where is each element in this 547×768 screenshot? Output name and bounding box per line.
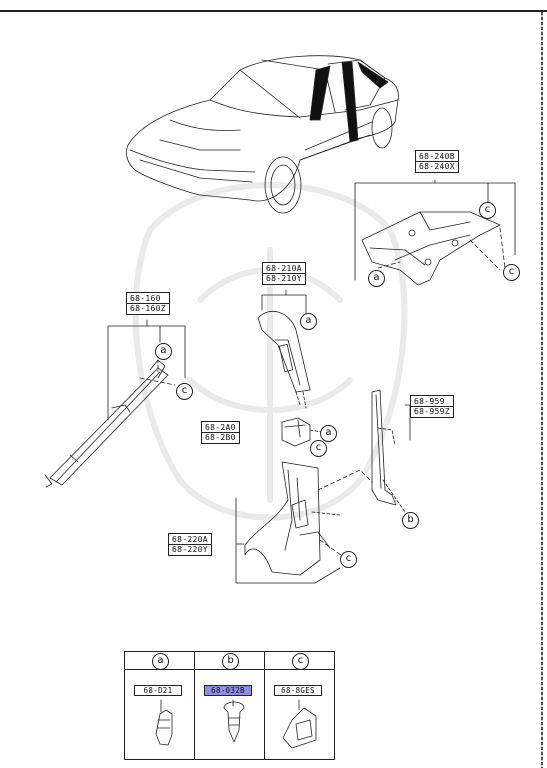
car-illustration — [126, 55, 399, 214]
callout-c: c — [503, 264, 520, 281]
label-line: 68-160Z — [130, 304, 166, 313]
legend-letter-b: b — [222, 653, 239, 670]
legend-col-b: b 68-032B — [194, 652, 264, 759]
label-a-pillar: 68-160 68-160Z — [126, 292, 170, 315]
callout-a: a — [155, 343, 172, 360]
label-line: 68-160 — [130, 294, 161, 303]
part-b-pillar-upper — [257, 310, 311, 409]
callout-a: a — [300, 313, 317, 330]
label-line: 68-240X — [419, 162, 455, 171]
legend-code-a: 68-D21 — [134, 685, 182, 696]
page-edge — [541, 12, 543, 768]
legend-letter-a: a — [152, 653, 169, 670]
part-b-pillar-lower — [244, 461, 373, 576]
callout-c: c — [340, 551, 357, 568]
fastener-legend: a 68-D21 b 68-032B c 68-8GES — [124, 651, 335, 760]
part-strip — [371, 389, 406, 513]
clip-b-icon — [223, 701, 245, 743]
label-rear-trim-upper: 68-240B 68-240X — [415, 150, 459, 173]
legend-col-a: a 68-D21 — [125, 652, 194, 759]
callout-b: b — [402, 512, 419, 529]
label-line: 68-220A — [172, 535, 208, 544]
label-line: 68-220Y — [172, 545, 208, 554]
label-line: 68-210Y — [266, 274, 302, 283]
legend-letter-c: c — [292, 653, 309, 670]
legend-code-b: 68-032B — [204, 685, 252, 696]
callout-a: a — [368, 270, 385, 287]
part-rear-trim-upper — [361, 211, 506, 286]
clip-c-icon — [282, 707, 317, 749]
label-line: 68-210A — [266, 264, 302, 273]
label-line: 68-2A0 — [205, 423, 236, 432]
clip-a-icon — [155, 709, 173, 746]
label-line: 68-959 — [414, 397, 445, 406]
callout-a: a — [320, 425, 337, 442]
legend-code-c: 68-8GES — [274, 685, 322, 696]
label-b-pillar-lower: 68-220A 68-220Y — [168, 533, 212, 556]
callout-c: c — [310, 440, 327, 457]
label-bracket: 68-2A0 68-2B0 — [201, 421, 240, 444]
watermark-logo — [132, 182, 408, 521]
label-strip: 68-959 68-959Z — [410, 395, 454, 418]
label-line: 68-959Z — [414, 407, 450, 416]
callout-c: c — [176, 383, 193, 400]
part-a-pillar — [44, 354, 176, 488]
label-line: 68-2B0 — [205, 433, 236, 442]
label-b-pillar-upper: 68-210A 68-210Y — [262, 262, 306, 285]
legend-icons — [155, 699, 317, 749]
legend-col-c: c 68-8GES — [264, 652, 335, 759]
label-line: 68-240B — [419, 152, 455, 161]
callout-c: c — [479, 202, 496, 219]
